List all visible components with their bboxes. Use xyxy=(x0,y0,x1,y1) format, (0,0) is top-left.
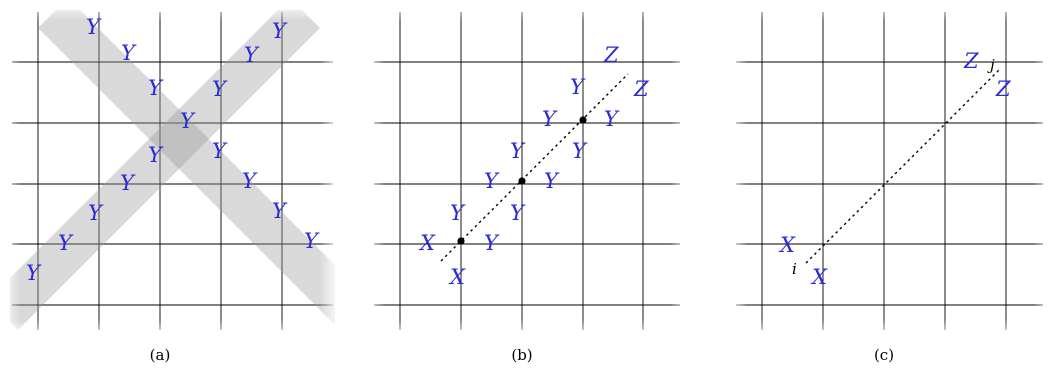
diagonal-dotted xyxy=(805,68,1001,264)
letter-label: X xyxy=(448,265,466,289)
letter-label: Y xyxy=(26,261,42,285)
letter-label: Y xyxy=(542,107,558,131)
letter-label: Y xyxy=(570,75,586,99)
intersection-dot xyxy=(579,116,587,124)
letter-label: Y xyxy=(604,107,620,131)
letter-label: Y xyxy=(450,201,466,225)
panel-b-labels: Z Z Y Y Y Y Y Y Y Y Y Y X X xyxy=(418,43,649,289)
letter-label: Y xyxy=(180,109,196,133)
index-label-j: j xyxy=(987,56,995,74)
letter-label: Z xyxy=(603,43,619,67)
letter-label: Y xyxy=(121,41,137,65)
letter-label: Y xyxy=(484,231,500,255)
panel-a-labels: Y Y Y Y Y Y Y Y Y Y Y Y Y Y Y Y Y Y Y Y xyxy=(26,15,320,285)
letter-label: Y xyxy=(58,231,74,255)
caption-a: (a) xyxy=(150,346,171,364)
letter-label: Y xyxy=(212,77,228,101)
letter-label: Y xyxy=(244,43,260,67)
letter-label: Y xyxy=(304,229,320,253)
letter-label: Y xyxy=(148,76,164,100)
letter-label: X xyxy=(418,231,436,255)
letter-label: Y xyxy=(120,171,136,195)
diagonal-dotted xyxy=(440,73,629,262)
letter-label: Y xyxy=(212,139,228,163)
letter-label: Y xyxy=(484,169,500,193)
intersection-dot xyxy=(518,177,526,185)
caption-c: (c) xyxy=(874,346,894,364)
panel-a: Y Y Y Y Y Y Y Y Y Y Y Y Y Y Y Y Y Y Y Y … xyxy=(0,0,340,364)
index-label-i: i xyxy=(792,260,797,278)
fade-vertical xyxy=(365,0,690,340)
letter-label: Z xyxy=(633,77,649,101)
letter-label: Y xyxy=(510,201,526,225)
letter-label: X xyxy=(810,265,828,289)
caption-b: (b) xyxy=(511,346,532,364)
fade-vertical xyxy=(728,0,1053,340)
panel-b: Z Z Y Y Y Y Y Y Y Y Y Y X X (b) xyxy=(365,0,690,364)
letter-label: Y xyxy=(148,143,164,167)
panel-c-labels: Z Z X X j i xyxy=(778,49,1011,289)
intersection-dot xyxy=(457,237,465,245)
letter-label: Y xyxy=(572,139,588,163)
letter-label: X xyxy=(778,233,796,257)
fade-vertical xyxy=(0,0,340,340)
letter-label: Y xyxy=(242,169,258,193)
letter-label: Y xyxy=(88,201,104,225)
letter-label: Y xyxy=(544,169,560,193)
letter-label: Y xyxy=(510,139,526,163)
letter-label: Y xyxy=(86,15,102,39)
panel-c: Z Z X X j i (c) xyxy=(728,0,1053,364)
letter-label: Z xyxy=(995,77,1011,101)
letter-label: Y xyxy=(272,199,288,223)
letter-label: Z xyxy=(963,49,979,73)
letter-label: Y xyxy=(272,19,288,43)
